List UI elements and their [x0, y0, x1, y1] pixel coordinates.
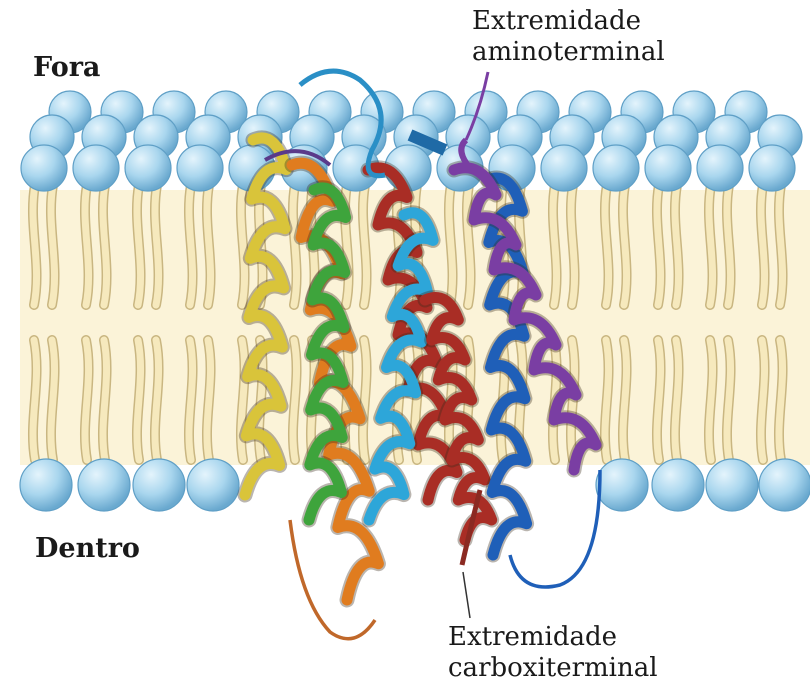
carboxy-pointer-line: [463, 572, 470, 618]
inside-label: Dentro: [35, 533, 140, 564]
lipid-head: [21, 145, 67, 191]
lipid-head: [706, 459, 758, 511]
lipid-head: [541, 145, 587, 191]
lipid-head: [697, 145, 743, 191]
lipid-head: [78, 459, 130, 511]
lipid-head: [749, 145, 795, 191]
lipid-head: [593, 145, 639, 191]
lipid-head: [596, 459, 648, 511]
carboxy-terminal-label-line1: Extremidade: [448, 622, 658, 653]
amino-terminal-label-line2: aminoterminal: [472, 37, 665, 68]
lipid-head: [652, 459, 704, 511]
lipid-head: [20, 459, 72, 511]
lipid-head: [177, 145, 223, 191]
lipid-heads-bottom: [20, 459, 810, 511]
amino-terminal-label-line1: Extremidade: [472, 6, 665, 37]
amino-terminal-label: Extremidade aminoterminal: [472, 6, 665, 68]
lipid-head: [125, 145, 171, 191]
outside-label: Fora: [33, 52, 100, 83]
lipid-head: [133, 459, 185, 511]
carboxy-terminal-label-line2: carboxiterminal: [448, 653, 658, 684]
lipid-head: [73, 145, 119, 191]
carboxy-terminal-label: Extremidade carboxiterminal: [448, 622, 658, 684]
lipid-head: [187, 459, 239, 511]
lipid-head: [645, 145, 691, 191]
lipid-head: [759, 459, 810, 511]
